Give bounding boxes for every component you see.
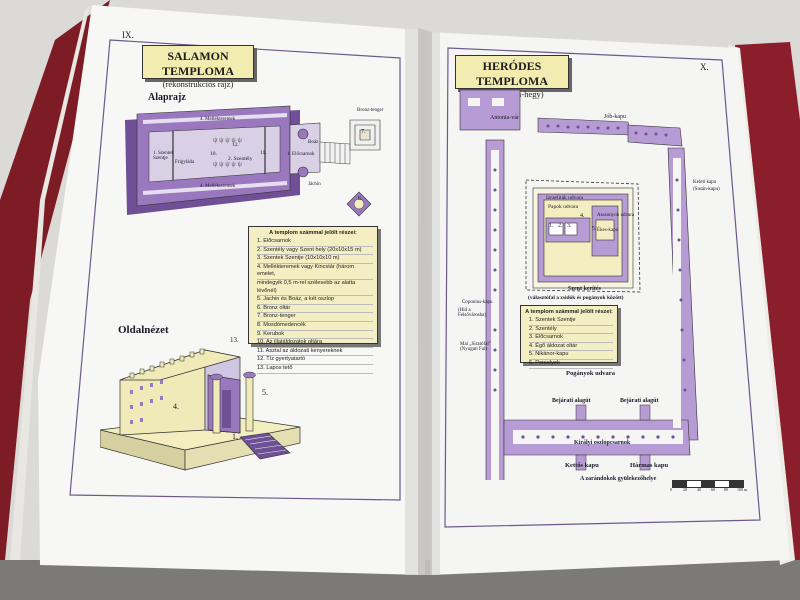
left-title-box: SALAMON TEMPLOMA (rekonstrukciós rajz) xyxy=(142,45,254,89)
label-num-10: 10. xyxy=(210,151,217,157)
legend-item: 4. Mellékteremek vagy Kincstár (három em… xyxy=(257,264,373,280)
right-title: HERÓDES TEMPLOMA xyxy=(476,59,548,88)
legend-item: 5. Nikánor-kapu xyxy=(529,351,613,360)
label-royal-stoa: Királyi oszlopcsarnok xyxy=(574,440,631,446)
svg-text:ψ ψ ψ ψ ψ: ψ ψ ψ ψ ψ xyxy=(213,136,243,144)
scale-label-80: 80 xyxy=(724,487,728,492)
solomon-floor-plan: ψ ψ ψ ψ ψ ψ ψ ψ ψ ψ xyxy=(125,105,381,217)
right-title-box: HERÓDES TEMPLOMA (a Templom-hegy) xyxy=(455,55,569,99)
legend-item: 12. Tíz gyertyatartó xyxy=(257,356,373,365)
legend-item: 10. Az illatáldozatok oltára xyxy=(257,339,373,348)
label-altar: 6. xyxy=(358,196,363,202)
left-title: SALAMON TEMPLOMA xyxy=(162,49,234,78)
label-n3: 3. xyxy=(567,223,572,229)
label-israel-court: Izraeliták udvara xyxy=(546,195,584,201)
label-soreg: Szent kerítés xyxy=(568,286,601,292)
legend-item: 13. Lapos tető xyxy=(257,365,373,374)
herod-legend-header: A templom számmal jelölt részei: xyxy=(525,309,613,315)
label-womens-court: Asszonyok udvara xyxy=(597,213,635,218)
label-jachin: Jáchin xyxy=(308,182,321,187)
label-job-gate: Jób-kapu xyxy=(604,114,626,120)
right-page-number: X. xyxy=(700,62,709,72)
legend-item: 9. Kerubok xyxy=(257,331,373,340)
legend-item: 6. Bronz oltár xyxy=(257,305,373,314)
scale-label-60: 60 xyxy=(711,487,715,492)
label-tunnel-2: Bejárati alagút xyxy=(620,398,659,404)
label-num-11: 11. xyxy=(260,150,267,156)
label-num-12: 12. xyxy=(232,142,239,148)
solomon-legend-header: A templom számmal jelölt részei: xyxy=(269,230,357,236)
herod-temple-mount-plan xyxy=(459,89,699,480)
side-label-1: 1. xyxy=(232,432,238,441)
label-assembly: A zarándokok gyülekezőhelye xyxy=(580,476,657,482)
solomon-legend: A templom számmal jelölt részei: 1. Előc… xyxy=(248,226,378,374)
label-ark: Frigyláda xyxy=(175,160,195,165)
legend-item: 2. Szentély xyxy=(529,326,613,335)
label-coponius-sub: (Híd a Felsővárosba) xyxy=(458,308,487,318)
label-priests-court: Papok udvara xyxy=(548,204,579,210)
label-soreg-sub: (választófal a zsidók és pogányok között… xyxy=(528,295,624,301)
label-n5: 5. xyxy=(592,226,597,232)
scale-label-100: 100 m xyxy=(737,487,748,492)
label-n1: 1. xyxy=(549,223,554,229)
svg-text:ψ ψ ψ ψ ψ: ψ ψ ψ ψ ψ xyxy=(213,160,243,168)
label-tank: 7. xyxy=(361,129,366,135)
legend-item: 3. Előcsarnok xyxy=(529,334,613,343)
label-coponius-gate: Coponius-kapu xyxy=(462,300,493,305)
side-view-heading: Oldalnézet xyxy=(118,324,169,336)
scale-bar xyxy=(672,480,744,488)
side-label-13: 13. xyxy=(230,336,239,344)
label-holy-place: 2. Szentély xyxy=(228,156,253,162)
legend-item: 3. Szentek Szentje (10x10x10 m) xyxy=(257,255,373,264)
label-tunnel-1: Bejárati alagút xyxy=(552,398,591,404)
herod-legend: A templom számmal jelölt részei: 1. Szen… xyxy=(520,305,618,369)
legend-item: 1. Szentek Szentje xyxy=(529,317,613,326)
label-triple-gate: Hármas kapu xyxy=(630,462,669,469)
label-antonia: Antonia-vár xyxy=(490,115,519,121)
label-gentiles-court: Pogányok udvara xyxy=(566,370,615,377)
legend-item: 11. Asztal az áldozati kenyereknek xyxy=(257,348,373,357)
label-beautiful-gate: Ékes-kapu xyxy=(597,228,619,233)
legend-item: 5. Jachin és Boáz, a két oszlop xyxy=(257,296,373,305)
legend-item: 6. Perselyek xyxy=(529,360,613,369)
scale-label-40: 40 xyxy=(697,487,701,492)
legend-item: 8. Mosdómedencék xyxy=(257,322,373,331)
legend-item: 2. Szentély vagy Szent hely (20x10x15 m) xyxy=(257,247,373,256)
label-vestibule: 1. Előcsarnok xyxy=(287,152,315,157)
left-page-number: IX. xyxy=(122,30,134,40)
solomon-side-view xyxy=(100,348,301,471)
label-n2: 2. xyxy=(558,223,563,229)
label-shushan-gate: Keleti kapu xyxy=(693,180,717,185)
legend-item: 7. Bronz-tenger xyxy=(257,313,373,322)
label-wilsons: Mai „Siratófal” (Nyugati Fal) xyxy=(460,342,491,352)
legend-item: mindegyik 0,5 m-rel szélesebb az alatta … xyxy=(257,280,373,297)
label-shushan-sub: (Susán-kapu) xyxy=(693,187,720,192)
legend-item: 4. Égő áldozat oltár xyxy=(529,343,613,352)
label-sea: Bronz-tenger xyxy=(357,108,384,113)
label-holy-of-holies: 1. Szentek Szentje xyxy=(153,151,174,161)
label-side-rooms-top: 4. Mellékteremek xyxy=(200,117,236,122)
label-double-gate: Kettős kapu xyxy=(565,462,599,469)
legend-item: 1. Előcsarnok xyxy=(257,238,373,247)
label-side-rooms-bottom: 4. Mellékteremek xyxy=(200,184,236,189)
side-label-4: 4. xyxy=(173,402,179,411)
scale-label-20: 20 xyxy=(683,487,687,492)
scale-label-0: 0 xyxy=(670,487,672,492)
label-boaz: Boáz xyxy=(308,140,319,145)
floor-plan-heading: Alaprajz xyxy=(148,92,186,103)
label-n4: 4. xyxy=(580,213,585,219)
left-subtitle: (rekonstrukciós rajz) xyxy=(162,79,234,89)
side-label-5: 5. xyxy=(262,388,268,397)
